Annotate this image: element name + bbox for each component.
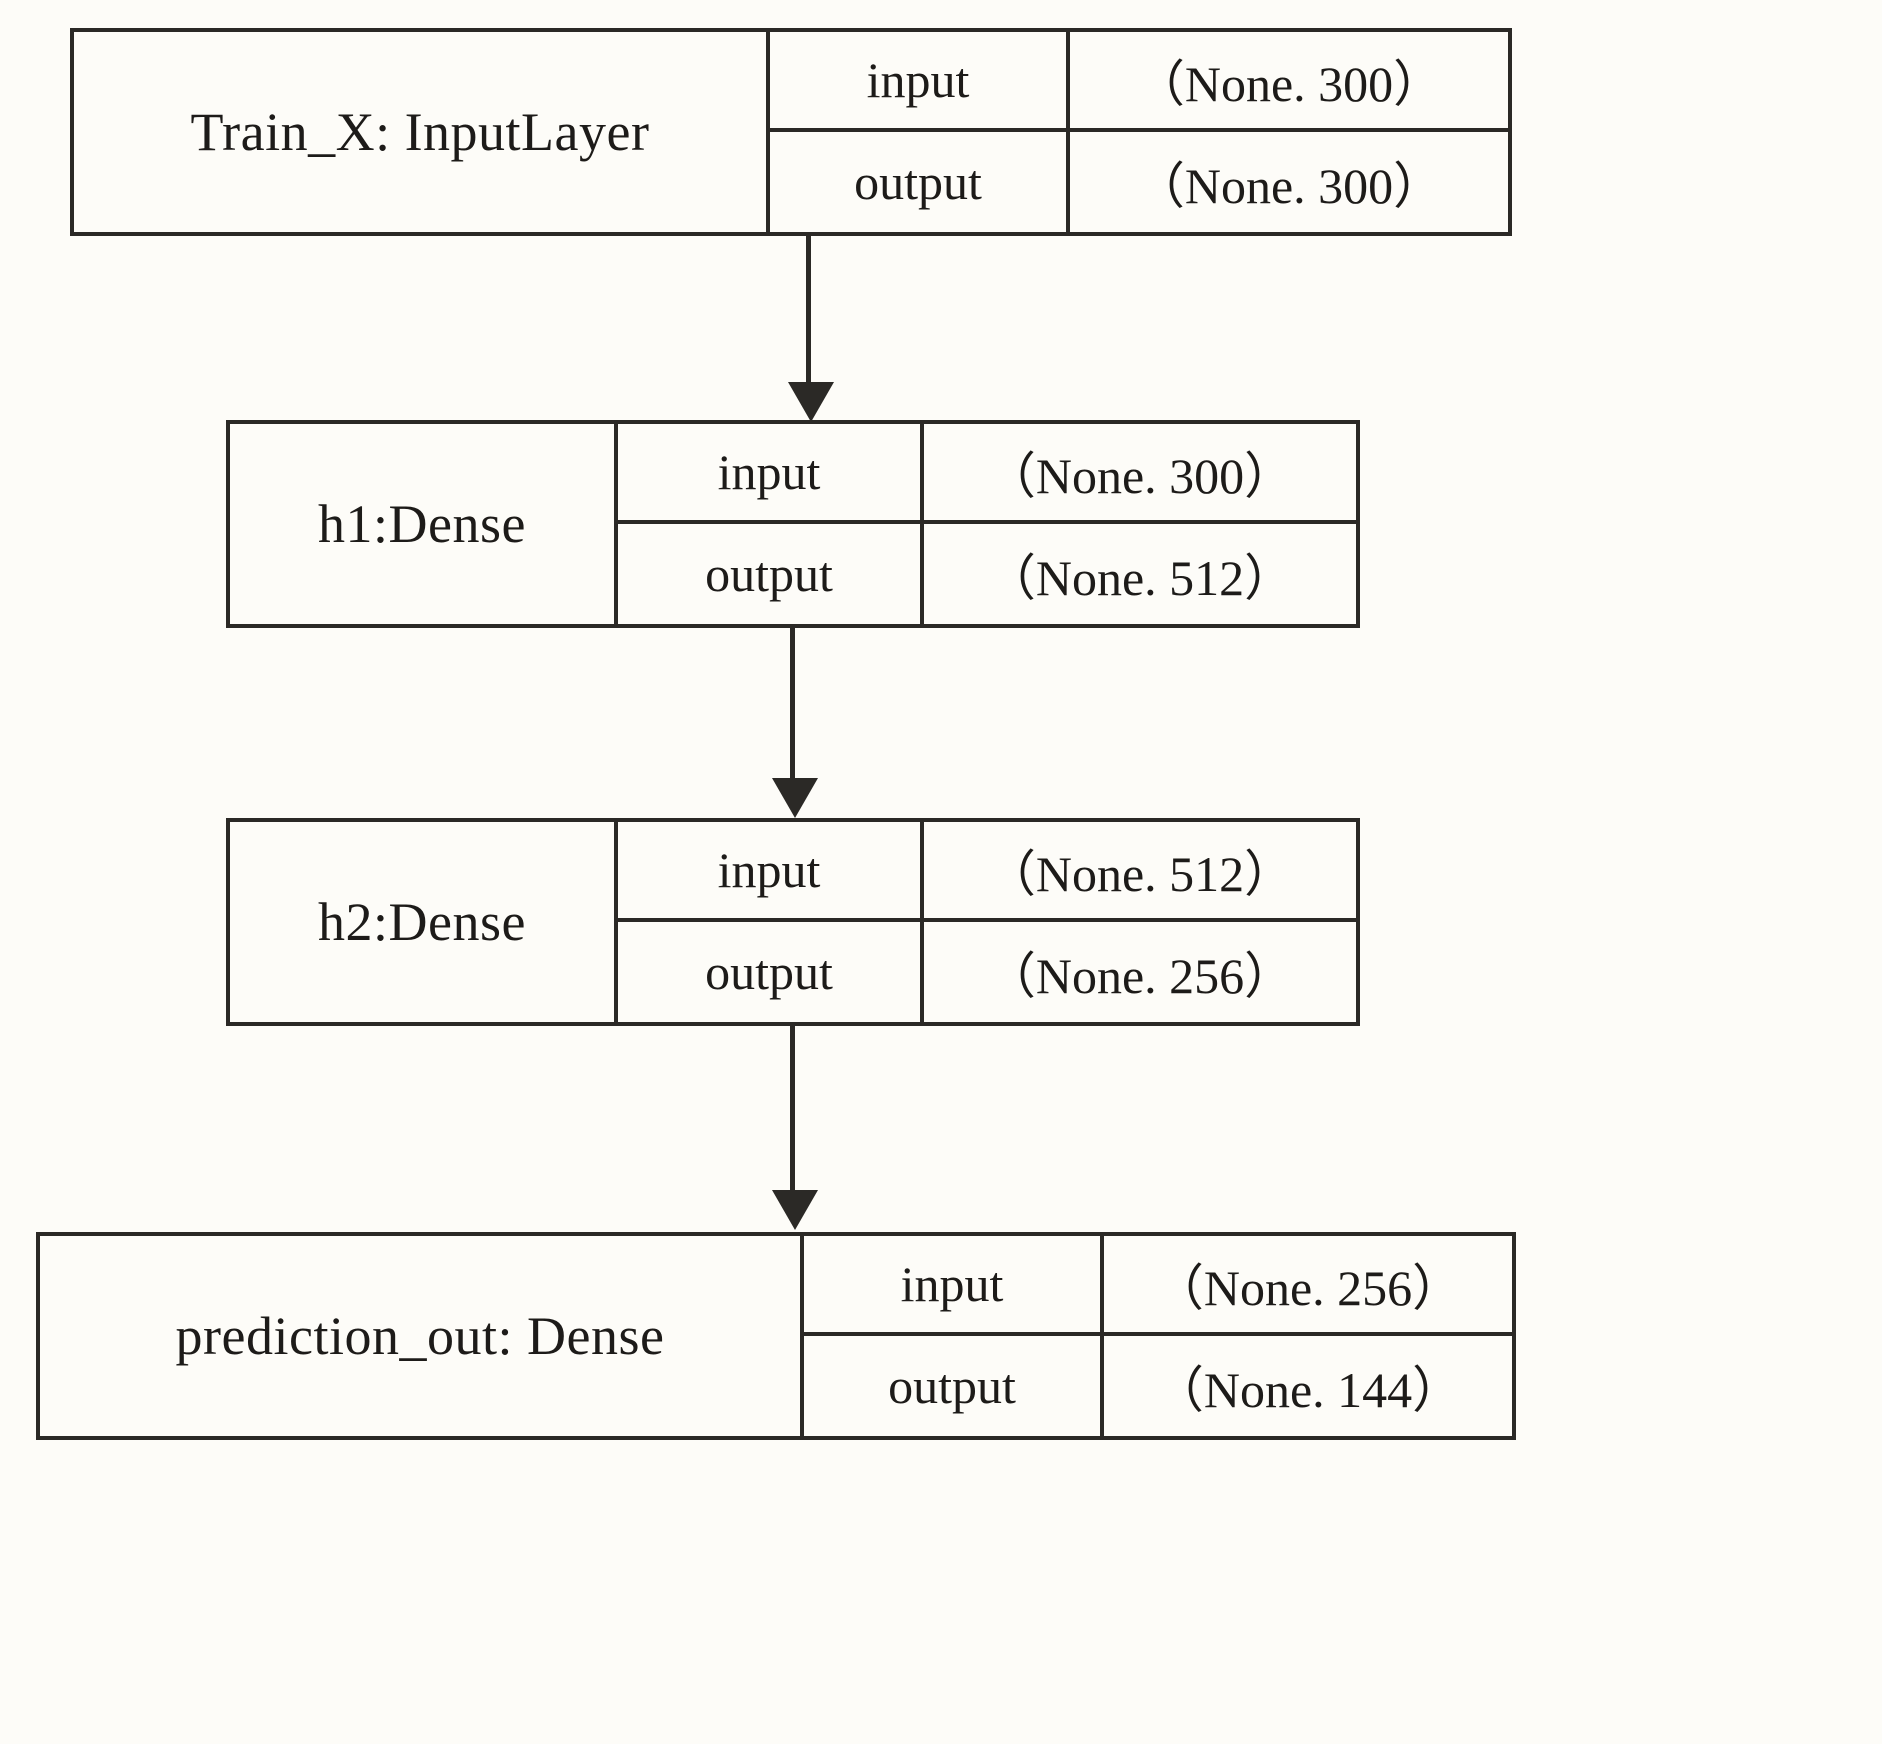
layer-io-table-h1: input （None. 300） output （None. 512） xyxy=(614,424,1356,624)
io-shape-output-train_x: （None. 300） xyxy=(1134,158,1444,214)
io-key-output-prediction_out: output xyxy=(804,1336,1104,1436)
io-key-output-h1: output xyxy=(618,524,924,624)
layer-io-row-output-train_x: output （None. 300） xyxy=(770,132,1508,232)
layer-node-train_x[interactable]: Train_X: InputLayer input （None. 300） ou… xyxy=(70,28,1512,236)
layer-node-h2[interactable]: h2:Dense input （None. 512） output （None.… xyxy=(226,818,1360,1026)
io-shape-output-h2: （None. 256） xyxy=(985,948,1295,1004)
io-key-input-h1: input xyxy=(618,424,924,520)
layer-name-h2: h2:Dense xyxy=(318,892,526,952)
io-key-output-h2: output xyxy=(618,922,924,1022)
layer-io-table-train_x: input （None. 300） output （None. 300） xyxy=(766,32,1508,232)
layer-io-row-output-prediction_out: output （None. 144） xyxy=(804,1336,1512,1436)
layer-io-row-output-h1: output （None. 512） xyxy=(618,524,1356,624)
io-key-input-train_x: input xyxy=(770,32,1070,128)
io-shape-input-prediction_out: （None. 256） xyxy=(1153,1260,1463,1316)
layer-node-h1[interactable]: h1:Dense input （None. 300） output （None.… xyxy=(226,420,1360,628)
layer-name-train_x: Train_X: InputLayer xyxy=(190,102,650,162)
edge-line xyxy=(790,628,795,780)
layer-name-h1: h1:Dense xyxy=(318,494,526,554)
edge-line xyxy=(790,1026,795,1194)
layer-io-row-output-h2: output （None. 256） xyxy=(618,922,1356,1022)
layer-io-row-input-h2: input （None. 512） xyxy=(618,822,1356,922)
edge-h2-to-prediction_out xyxy=(772,1026,818,1234)
io-shape-input-train_x: （None. 300） xyxy=(1134,56,1444,112)
io-shape-input-h1: （None. 300） xyxy=(985,448,1295,504)
edge-h1-to-h2 xyxy=(772,628,818,820)
edge-arrowhead xyxy=(772,778,818,818)
layer-io-row-input-prediction_out: input （None. 256） xyxy=(804,1236,1512,1336)
layer-node-prediction_out[interactable]: prediction_out: Dense input （None. 256） … xyxy=(36,1232,1516,1440)
layer-io-table-h2: input （None. 512） output （None. 256） xyxy=(614,822,1356,1022)
io-key-input-h2: input xyxy=(618,822,924,918)
edge-line xyxy=(806,236,811,386)
layer-io-table-prediction_out: input （None. 256） output （None. 144） xyxy=(800,1236,1512,1436)
io-key-output-train_x: output xyxy=(770,132,1070,232)
edge-arrowhead xyxy=(788,382,834,422)
io-shape-output-h1: （None. 512） xyxy=(985,550,1295,606)
io-shape-output-prediction_out: （None. 144） xyxy=(1153,1362,1463,1418)
layer-io-row-input-train_x: input （None. 300） xyxy=(770,32,1508,132)
io-shape-input-h2: （None. 512） xyxy=(985,846,1295,902)
io-key-input-prediction_out: input xyxy=(804,1236,1104,1332)
layer-name-prediction_out: prediction_out: Dense xyxy=(175,1306,665,1366)
edge-arrowhead xyxy=(772,1190,818,1230)
layer-io-row-input-h1: input （None. 300） xyxy=(618,424,1356,524)
edge-train_x-to-h1 xyxy=(788,236,834,422)
